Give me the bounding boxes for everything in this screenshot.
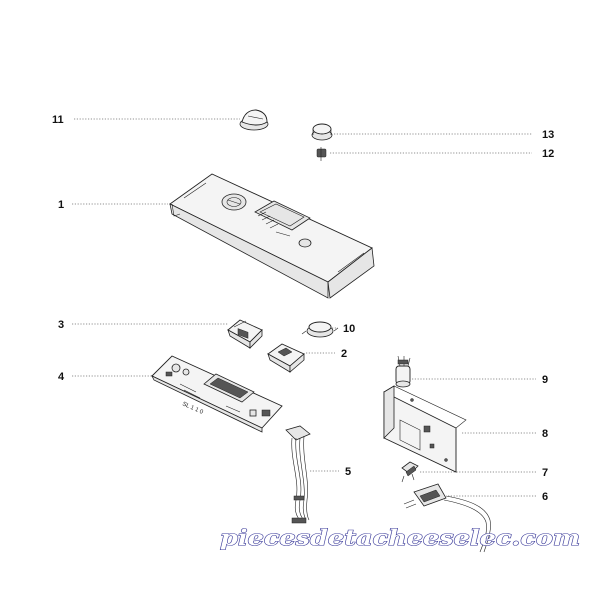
callout-4: 4 [58, 371, 65, 383]
part-9-capacitor [395, 355, 411, 388]
callout-5: 5 [345, 466, 351, 478]
callout-3: 3 [58, 319, 64, 331]
callout-2: 2 [341, 348, 347, 360]
board-marking: SL 1 1 0 [181, 401, 204, 416]
callout-6: 6 [542, 491, 548, 503]
part-8-mounting-bracket [383, 385, 467, 473]
part-11-knob [239, 109, 269, 131]
callout-labels: 11 13 12 1 3 10 2 4 9 8 5 7 6 [52, 114, 554, 503]
callout-12: 12 [542, 148, 554, 160]
callout-11: 11 [52, 114, 64, 126]
callout-8: 8 [542, 428, 548, 440]
callout-1: 1 [58, 199, 64, 211]
part-2-switch-module-2 [267, 343, 305, 373]
part-3-switch-module [227, 319, 263, 349]
part-5-wiring-harness [285, 425, 311, 524]
part-10-round-switch [301, 321, 339, 338]
callout-13: 13 [542, 129, 554, 141]
callout-10: 10 [343, 323, 355, 335]
part-4-electronic-board: SL 1 1 0 [151, 355, 283, 433]
callout-9: 9 [542, 374, 548, 386]
part-1-control-panel-fascia [169, 173, 375, 299]
part-12-spring-pin [316, 147, 327, 161]
part-7-cable-clamp [401, 461, 419, 483]
leader-lines [72, 118, 536, 497]
watermark-text: piecesdetacheeselec.com [220, 525, 580, 550]
part-13-button-cap [311, 123, 333, 141]
callout-7: 7 [542, 467, 548, 479]
part-6-mains-cable-plug [403, 483, 491, 553]
